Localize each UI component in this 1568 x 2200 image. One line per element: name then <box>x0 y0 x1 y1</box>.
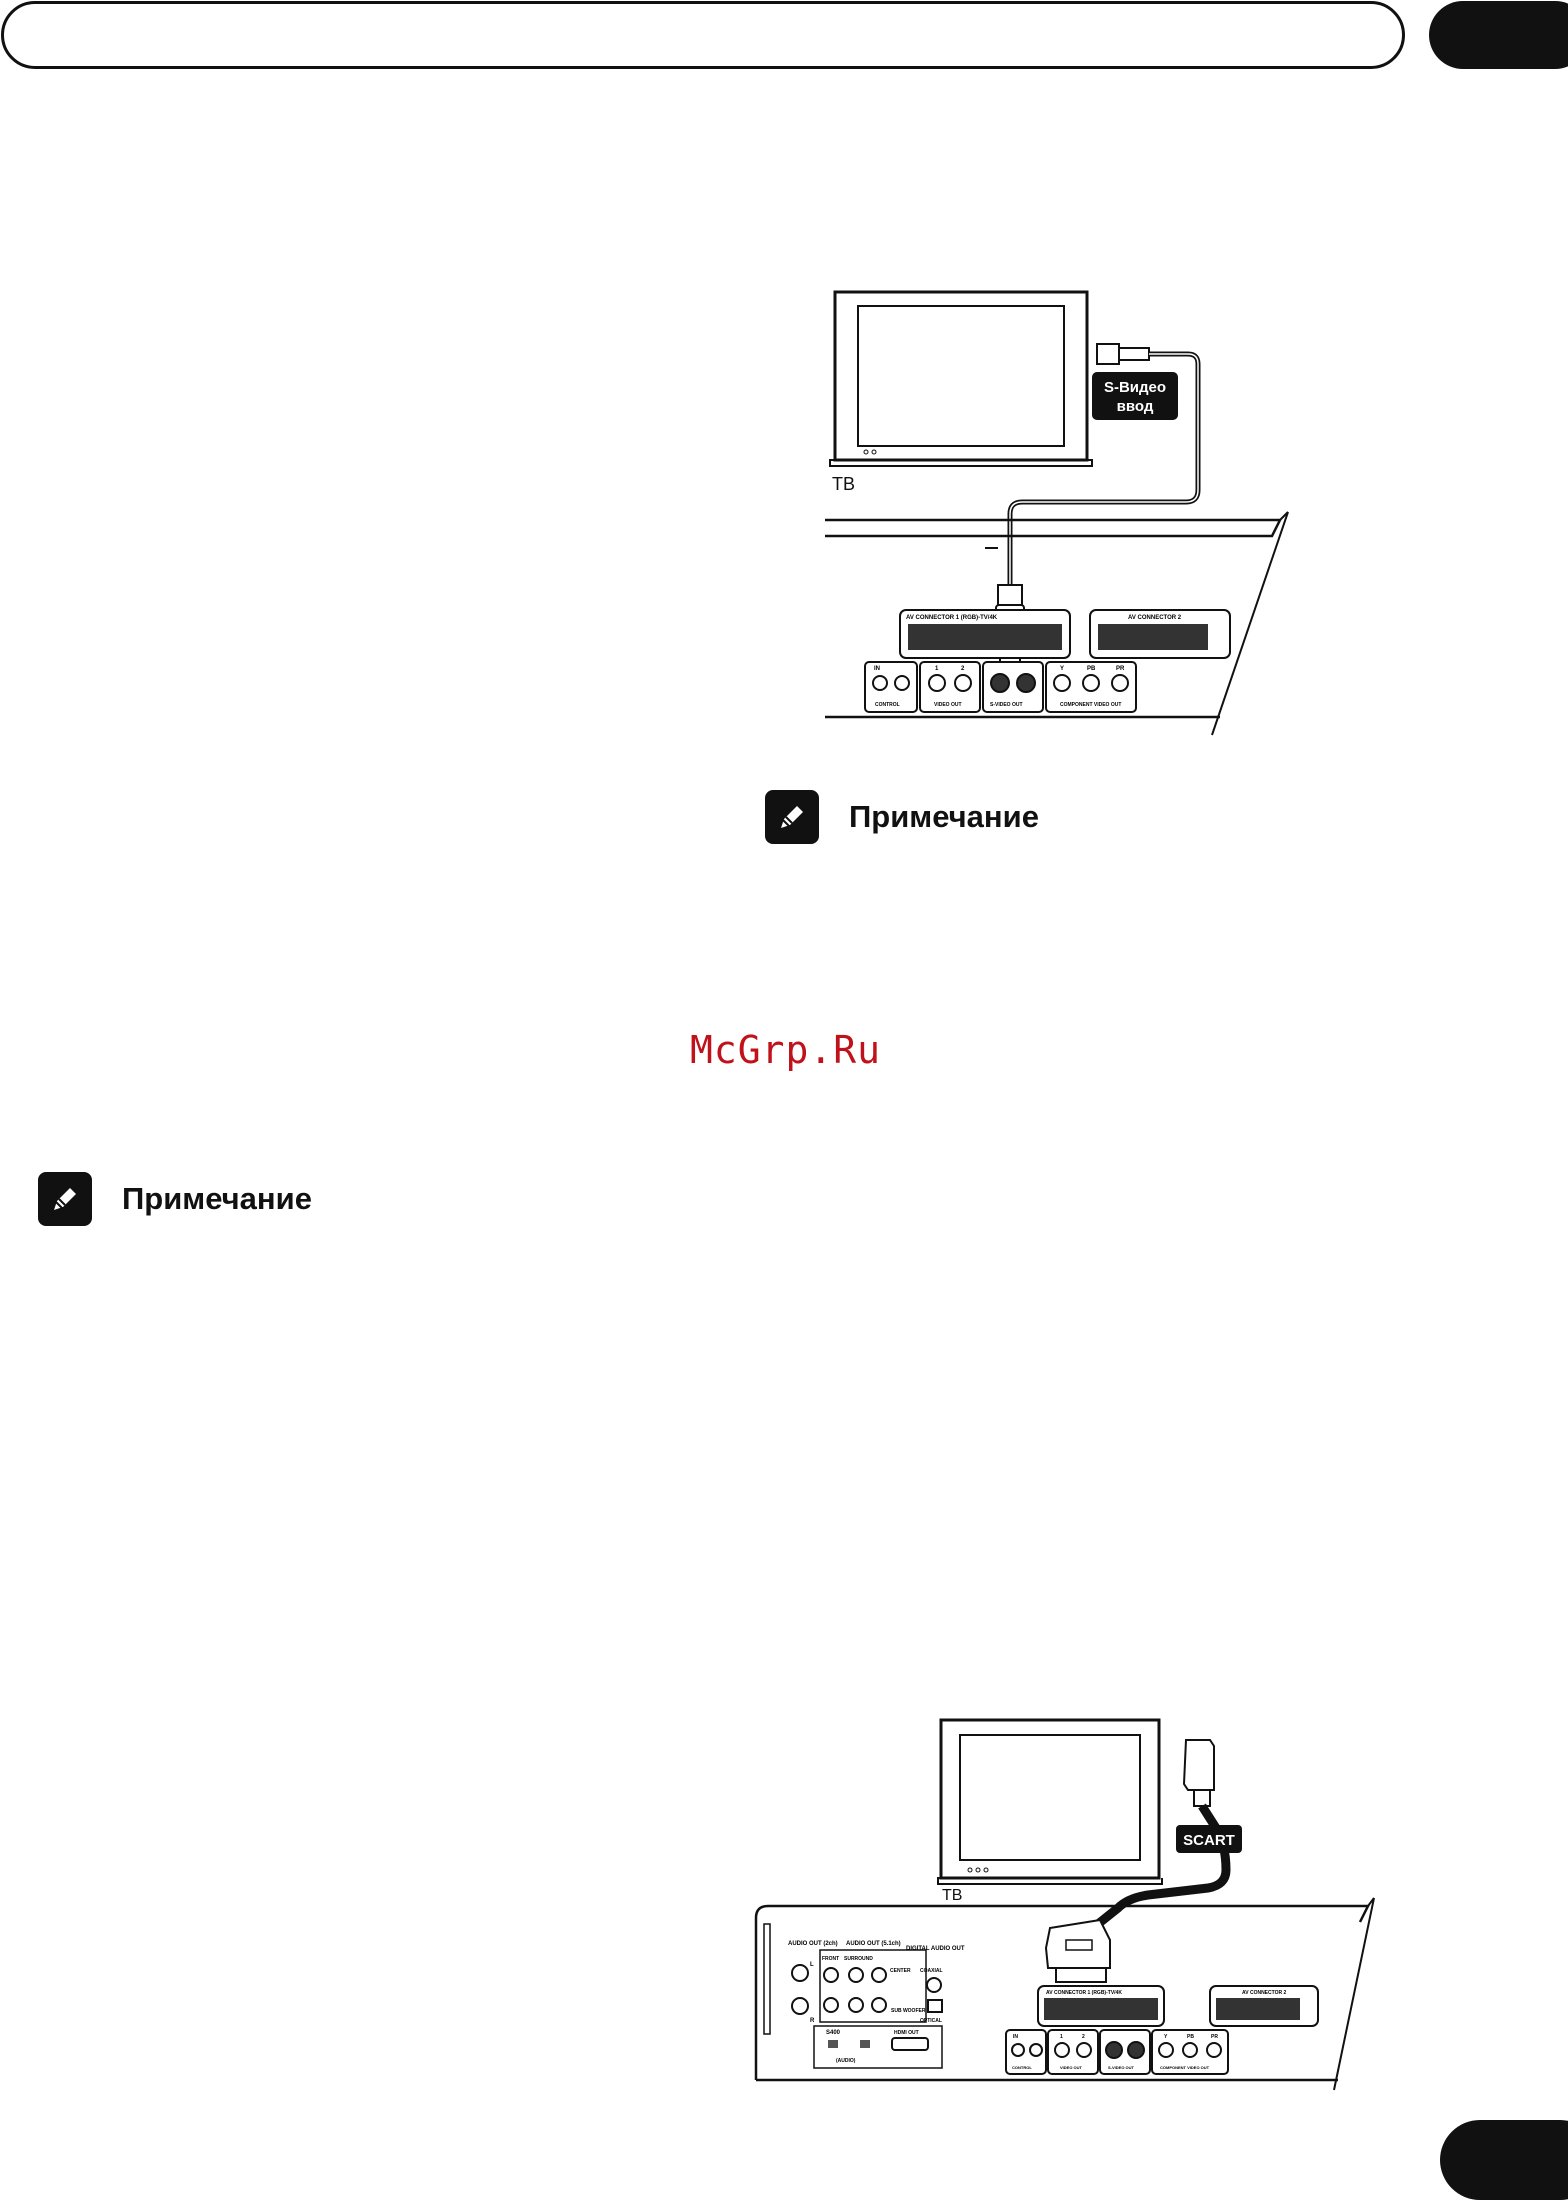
svideo-plug-tv <box>1096 343 1120 365</box>
control-jacks <box>864 661 918 713</box>
svg-text:S400: S400 <box>826 2030 841 2036</box>
tv-label: ТВ <box>832 474 855 494</box>
control-jacks <box>1005 2029 1047 2075</box>
note-heading-1: Примечание <box>765 790 1039 844</box>
svg-text:PB: PB <box>1187 2034 1194 2040</box>
svg-text:OPTICAL: OPTICAL <box>920 2018 942 2024</box>
svg-text:PR: PR <box>1116 666 1125 672</box>
svg-text:HDMI OUT: HDMI OUT <box>894 2030 919 2036</box>
tv-illustration <box>829 290 1093 467</box>
svg-text:Y: Y <box>1164 2034 1168 2040</box>
svideo-out-jacks <box>1099 2029 1151 2075</box>
svg-text:CONTROL: CONTROL <box>875 702 900 708</box>
svg-text:AV CONNECTOR 2: AV CONNECTOR 2 <box>1128 615 1182 621</box>
svg-text:R: R <box>810 2018 815 2024</box>
scart-label-badge <box>1176 1825 1242 1853</box>
player-panel-top <box>754 1904 1371 1923</box>
svg-text:1: 1 <box>935 666 939 672</box>
note-title-1: Примечание <box>849 799 1039 834</box>
player-panel-top <box>825 518 1283 538</box>
svg-text:S-VIDEO OUT: S-VIDEO OUT <box>1108 2065 1135 2070</box>
svideo-label-line2: ввод <box>1117 398 1154 415</box>
watermark: McGrp.Ru <box>690 1028 882 1072</box>
svg-text:SUB WOOFER: SUB WOOFER <box>891 2008 926 2014</box>
tv-label: ТВ <box>942 1887 962 1904</box>
svg-text:Y: Y <box>1060 666 1064 672</box>
svg-text:VIDEO OUT: VIDEO OUT <box>934 702 962 708</box>
svg-text:DIGITAL AUDIO OUT: DIGITAL AUDIO OUT <box>906 1946 965 1952</box>
header-bar <box>1 1 1405 69</box>
svg-text:FRONT: FRONT <box>822 1956 839 1962</box>
scart-plug-tv <box>1182 1739 1215 1791</box>
pencil-icon <box>38 1172 92 1226</box>
svideo-label-badge <box>1092 372 1178 420</box>
svideo-label-line1: S-Видео <box>1104 379 1166 396</box>
svg-text:PR: PR <box>1211 2034 1218 2040</box>
svg-text:AUDIO OUT (2ch): AUDIO OUT (2ch) <box>788 1941 838 1947</box>
svg-text:AV CONNECTOR 2: AV CONNECTOR 2 <box>1242 1990 1286 1996</box>
svg-text:1: 1 <box>1060 2034 1063 2040</box>
svg-text:L: L <box>810 1962 814 1968</box>
svg-text:SURROUND: SURROUND <box>844 1956 873 1962</box>
scart-label: SCART <box>1183 1832 1235 1849</box>
scart-connection-diagram: ТВ SCART AUDIO OUT (2ch) L R AUDIO OUT (… <box>754 1718 1375 2091</box>
svg-text:AV CONNECTOR 1 (RGB)-TV/4K: AV CONNECTOR 1 (RGB)-TV/4K <box>1046 1990 1122 1996</box>
svg-text:CENTER: CENTER <box>890 1968 911 1974</box>
svg-text:COMPONENT VIDEO OUT: COMPONENT VIDEO OUT <box>1160 2065 1210 2070</box>
svg-text:S-VIDEO OUT: S-VIDEO OUT <box>990 702 1023 708</box>
svideo-plug-player <box>997 584 1023 606</box>
svg-text:PB: PB <box>1087 666 1096 672</box>
page-number-tab <box>1440 2120 1568 2200</box>
svg-text:AV CONNECTOR 1 (RGB)-TV/4K: AV CONNECTOR 1 (RGB)-TV/4K <box>906 615 998 621</box>
note-title-2: Примечание <box>122 1181 312 1216</box>
svideo-plug-sleeve <box>1118 347 1150 361</box>
note-heading-2: Примечание <box>38 1172 312 1226</box>
svg-text:AUDIO OUT (5.1ch): AUDIO OUT (5.1ch) <box>846 1941 901 1947</box>
svg-text:VIDEO OUT: VIDEO OUT <box>1060 2065 1083 2070</box>
video-out-jacks <box>1047 2029 1099 2075</box>
audio-out-section: AUDIO OUT (2ch) L R AUDIO OUT (5.1ch) FR… <box>788 1941 965 2069</box>
svg-text:(AUDIO): (AUDIO) <box>836 2058 856 2064</box>
svideo-connection-diagram: ТВ S-Видео ввод AV CONNECTOR 1 (RGB)-TV/… <box>825 290 1289 736</box>
pencil-icon <box>765 790 819 844</box>
svg-text:2: 2 <box>961 666 965 672</box>
svg-text:2: 2 <box>1082 2034 1085 2040</box>
svg-text:CONTROL: CONTROL <box>1012 2065 1032 2070</box>
svg-text:IN: IN <box>1013 2034 1018 2040</box>
svg-text:COAXIAL: COAXIAL <box>920 1968 943 1974</box>
svg-text:COMPONENT VIDEO OUT: COMPONENT VIDEO OUT <box>1060 702 1121 708</box>
tv-illustration <box>937 1718 1163 1885</box>
chapter-tab <box>1429 1 1568 69</box>
svg-text:IN: IN <box>874 666 880 672</box>
